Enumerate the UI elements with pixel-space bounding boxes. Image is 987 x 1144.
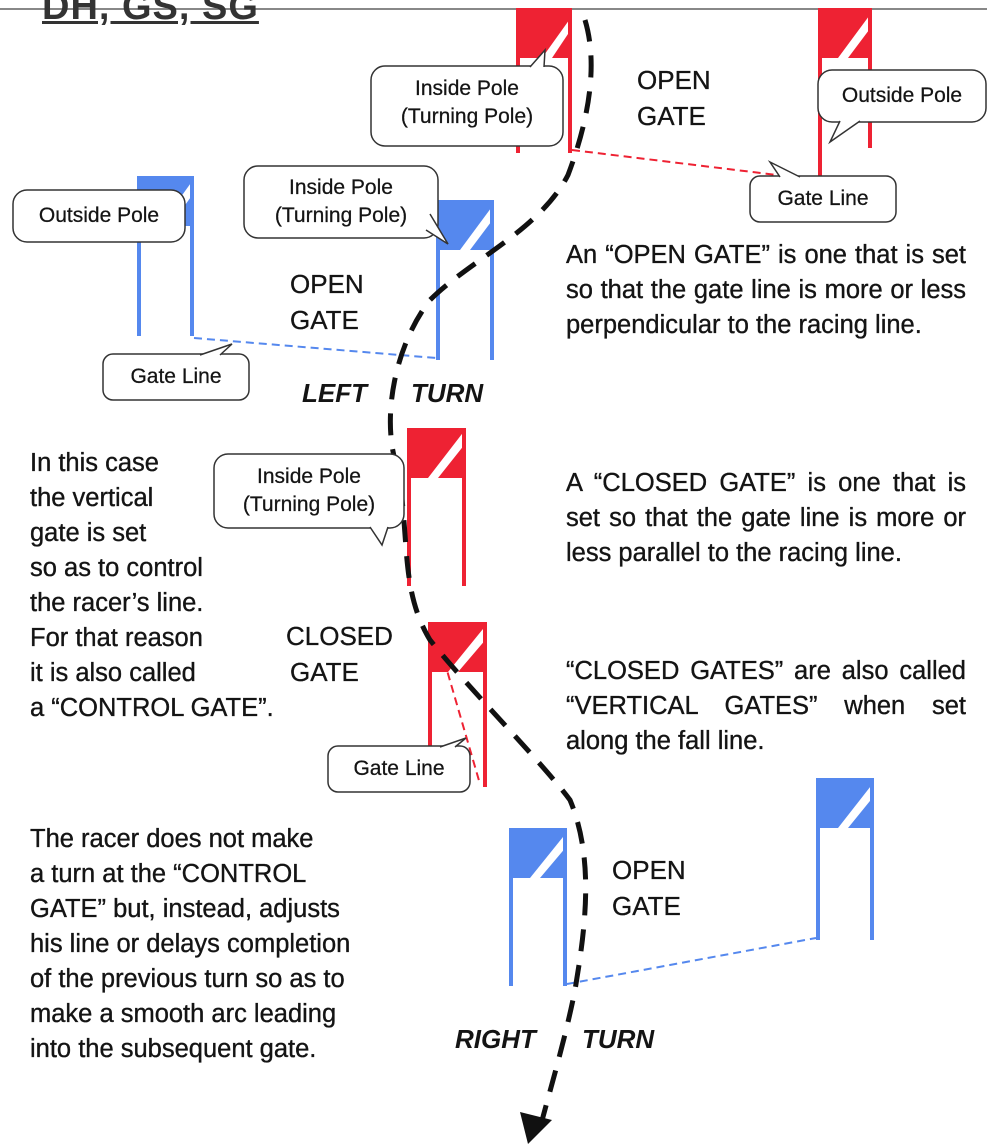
vertical-gates-note: “CLOSED GATES” are also called “VERTICAL… bbox=[566, 657, 966, 755]
callout-line: (Turning Pole) bbox=[400, 105, 534, 128]
right-turn-label-b: TURN bbox=[582, 1024, 655, 1054]
note-line: GATE” but, instead, adjusts bbox=[30, 895, 340, 923]
callout-line: (Turning Pole) bbox=[242, 493, 376, 516]
gate-label-line: GATE bbox=[637, 101, 706, 131]
gate-3-upper-flag-stripe bbox=[428, 430, 465, 478]
gate-4-label: OPEN GATE bbox=[612, 852, 686, 924]
gate-3-lower-pole bbox=[428, 622, 432, 787]
gate-1-inside-pole-2 bbox=[568, 8, 572, 153]
callout-gate-line-3: Gate Line bbox=[353, 757, 445, 780]
note-line: The racer does not make bbox=[30, 825, 314, 853]
callout-gate-line-1: Gate Line bbox=[777, 187, 869, 210]
gate-2-outside-pole bbox=[137, 176, 141, 336]
note-line: For that reason bbox=[30, 624, 203, 652]
gate-4-inside-pole bbox=[509, 828, 513, 986]
gate-1-label: OPEN GATE bbox=[637, 62, 711, 134]
racing-line-arrowhead bbox=[520, 1112, 552, 1144]
gate-4-outside-pole bbox=[816, 778, 820, 940]
gate-label-line: GATE bbox=[290, 657, 359, 687]
gate-label-line: GATE bbox=[290, 305, 359, 335]
gate-4-inside-pole-2 bbox=[563, 828, 567, 986]
callout-inside-pole-1: Inside Pole (Turning Pole) bbox=[371, 75, 563, 131]
note-line: make a smooth arc leading bbox=[30, 1000, 337, 1028]
callout-inside-pole-3: Inside Pole (Turning Pole) bbox=[214, 463, 404, 519]
gate-3-lower-pole-2 bbox=[483, 622, 487, 787]
gate-3-label: CLOSED GATE bbox=[286, 618, 393, 690]
note-line: it is also called bbox=[30, 659, 196, 687]
note-line: the vertical bbox=[30, 484, 154, 512]
callout-line: (Turning Pole) bbox=[274, 204, 408, 227]
gate-2-gate-line bbox=[193, 337, 437, 359]
gate-1-inside-flag-stripe bbox=[542, 16, 572, 58]
callout-line: Inside Pole bbox=[289, 176, 393, 199]
note-line: In this case bbox=[30, 449, 159, 477]
callout-line: Inside Pole bbox=[257, 465, 361, 488]
gate-4-outside-pole-2 bbox=[870, 778, 874, 940]
note-line: into the subsequent gate. bbox=[30, 1035, 317, 1063]
racer-note: The racer does not make a turn at the “C… bbox=[30, 822, 450, 1067]
gate-3-lower-flag-stripe bbox=[448, 624, 487, 672]
gate-4-outside-flag bbox=[818, 778, 874, 828]
note-line: a turn at the “CONTROL bbox=[30, 860, 307, 888]
callout-inside-pole-2-bubble bbox=[243, 165, 449, 245]
gate-label-line: CLOSED bbox=[286, 621, 393, 651]
left-turn-label-a: LEFT bbox=[302, 378, 367, 408]
gate-2-inside-flag-stripe bbox=[460, 204, 494, 250]
gate-1-outside-flag-stripe bbox=[838, 12, 872, 58]
note-line: of the previous turn so as to bbox=[30, 965, 345, 993]
note-line: his line or delays completion bbox=[30, 930, 351, 958]
callout-outside-pole-1-bubble bbox=[817, 69, 987, 145]
gate-1-gate-line bbox=[571, 149, 819, 181]
callout-outside-pole-1: Outside Pole bbox=[841, 84, 963, 107]
gate-3-upper-flag bbox=[409, 428, 465, 478]
gate-3-gate-line bbox=[443, 659, 481, 785]
callout-line: Inside Pole bbox=[415, 77, 519, 100]
note-line: the racer’s line. bbox=[30, 589, 204, 617]
racing-line bbox=[387, 19, 594, 1129]
gate-2-inside-flag bbox=[438, 200, 494, 250]
closed-gate-definition: A “CLOSED GATE” is one that is set so th… bbox=[566, 469, 966, 567]
gate-2-label: OPEN GATE bbox=[290, 266, 364, 338]
note-line: gate is set bbox=[30, 519, 147, 547]
left-turn-label-b: TURN bbox=[411, 378, 484, 408]
gate-2-inside-pole-2 bbox=[490, 200, 494, 360]
callout-gate-line-2: Gate Line bbox=[130, 365, 222, 388]
gate-2-inside-pole bbox=[436, 200, 440, 360]
page-title: DH, GS, SG bbox=[42, 0, 259, 28]
gate-4-inside-flag bbox=[511, 828, 567, 878]
callout-inside-pole-3-bubble bbox=[213, 453, 405, 547]
callout-outside-pole-2: Outside Pole bbox=[38, 204, 160, 227]
callout-gate-line-2-bubble bbox=[102, 343, 250, 401]
gate-4-inside-flag-stripe bbox=[530, 832, 567, 878]
callout-inside-pole-2: Inside Pole (Turning Pole) bbox=[244, 174, 438, 230]
gate-2-outside-pole-2 bbox=[190, 176, 194, 336]
gate-1-outside-flag bbox=[818, 8, 872, 58]
right-turn-label-a: RIGHT bbox=[455, 1024, 536, 1054]
control-gate-note: In this case the vertical gate is set so… bbox=[30, 446, 350, 726]
gate-3-upper-pole-2 bbox=[462, 428, 466, 586]
open-gate-definition: An “OPEN GATE” is one that is set so tha… bbox=[566, 241, 966, 339]
gate-label-line: GATE bbox=[612, 891, 681, 921]
callout-gate-line-3-bubble bbox=[327, 737, 471, 793]
note-line: so as to control bbox=[30, 554, 203, 582]
gate-3-closed-red bbox=[407, 428, 487, 787]
callout-gate-line-1-bubble bbox=[749, 160, 897, 223]
callout-outside-pole-2-bubble bbox=[12, 189, 186, 243]
gate-4-open-blue bbox=[509, 778, 874, 986]
gate-3-upper-pole bbox=[407, 428, 411, 586]
gate-label-line: OPEN bbox=[290, 269, 364, 299]
gate-label-line: OPEN bbox=[612, 855, 686, 885]
note-line: a “CONTROL GATE”. bbox=[30, 694, 274, 722]
callout-inside-pole-1-bubble bbox=[370, 47, 564, 147]
gate-4-outside-flag-stripe bbox=[838, 782, 874, 828]
gate-label-line: OPEN bbox=[637, 65, 711, 95]
gate-4-gate-line bbox=[566, 937, 817, 985]
